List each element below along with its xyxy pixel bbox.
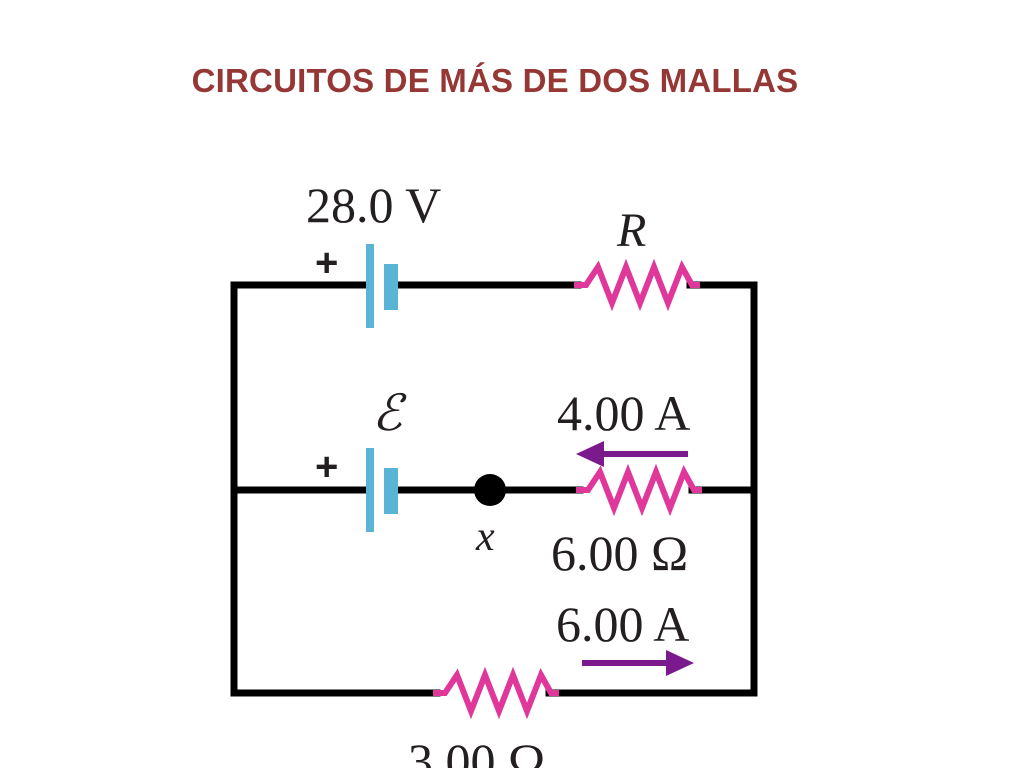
top-battery-short-plate bbox=[384, 264, 398, 310]
top-battery-plus-sign: + bbox=[315, 241, 338, 285]
circuit-wires bbox=[230, 281, 758, 697]
middle-current-label: 4.00 A bbox=[557, 385, 690, 441]
bottom-resistor-label: 3.00 Ω bbox=[408, 733, 545, 768]
top-resistor-label: R bbox=[616, 204, 646, 257]
middle-resistor-label: 6.00 Ω bbox=[551, 525, 688, 581]
emf-label: ℰ bbox=[372, 385, 407, 441]
middle-battery-long-plate bbox=[366, 448, 374, 532]
node-x-label: x bbox=[475, 514, 495, 560]
slide-title: CIRCUITOS DE MÁS DE DOS MALLAS bbox=[191, 62, 799, 99]
top-battery-label: 28.0 V bbox=[306, 177, 441, 233]
bottom-resistor bbox=[433, 666, 559, 720]
bottom-current-arrow bbox=[582, 650, 694, 676]
middle-battery-short-plate bbox=[384, 468, 398, 514]
node-x-dot bbox=[474, 474, 506, 506]
middle-battery bbox=[366, 448, 398, 532]
bottom-current-label: 6.00 A bbox=[556, 596, 689, 652]
top-resistor bbox=[574, 258, 700, 312]
middle-resistor bbox=[576, 463, 702, 517]
top-battery bbox=[366, 244, 398, 328]
top-battery-long-plate bbox=[366, 244, 374, 328]
middle-current-arrow bbox=[576, 441, 688, 467]
middle-battery-plus-sign: + bbox=[315, 445, 338, 489]
